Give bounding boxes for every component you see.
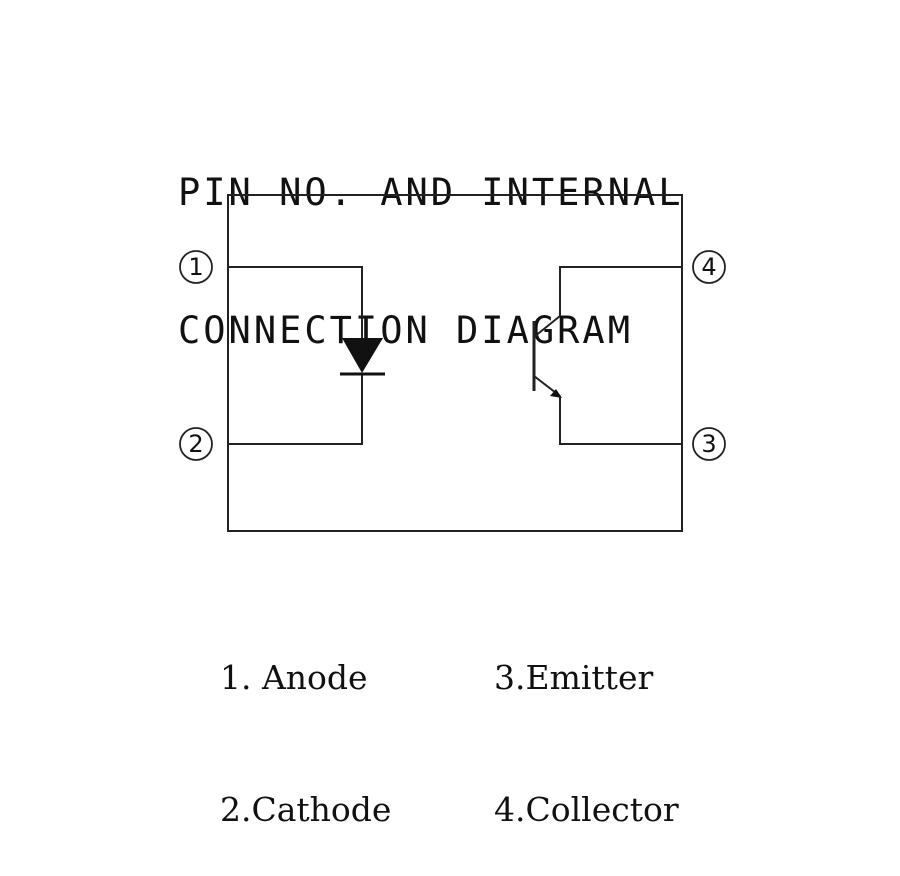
phototransistor-icon [532, 315, 562, 398]
pin-4-marker: 4 [692, 250, 726, 284]
connection-diagram: 1 2 4 3 [179, 194, 726, 532]
led-diode-icon [340, 338, 385, 376]
title-line-1: PIN NO. AND INTERNAL [178, 171, 684, 214]
legend-anode: 1. Anode [220, 658, 368, 697]
legend-cathode: 2.Cathode [220, 790, 392, 829]
pin-2-label: 2 [188, 430, 203, 458]
collector-wire [559, 266, 682, 316]
pin-3-label: 3 [701, 430, 716, 458]
legend-left-column: 1. Anode 2.Cathode [220, 568, 391, 876]
pin-1-marker: 1 [179, 250, 213, 284]
emitter-wire [559, 396, 682, 445]
cathode-wire [228, 375, 363, 445]
legend-emitter: 3.Emitter [494, 658, 654, 697]
pin-1-label: 1 [188, 253, 203, 281]
pin-3-marker: 3 [692, 427, 726, 461]
pin-4-label: 4 [701, 253, 716, 281]
legend-collector: 4.Collector [494, 790, 679, 829]
pin-2-marker: 2 [179, 427, 213, 461]
legend-right-column: 3.Emitter 4.Collector [494, 568, 679, 876]
package-outline [227, 194, 683, 532]
anode-wire [228, 266, 363, 338]
